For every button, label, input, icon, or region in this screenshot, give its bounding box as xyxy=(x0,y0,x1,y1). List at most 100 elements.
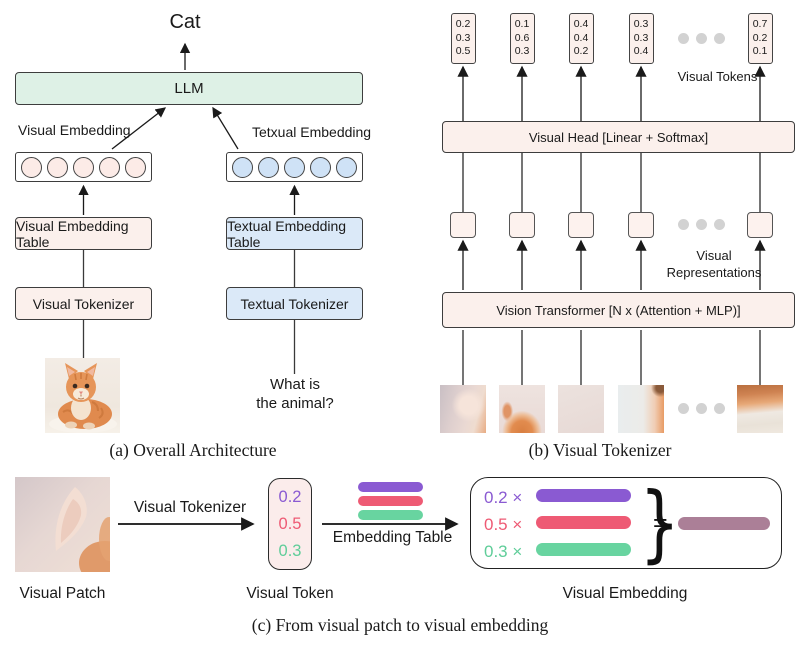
weighted-bar-green xyxy=(536,543,631,556)
caption-panel-b: (b) Visual Tokenizer xyxy=(528,440,672,460)
visual-representation-box xyxy=(450,212,476,238)
llm-output-label: Cat xyxy=(169,11,201,33)
token-value: 0.2 xyxy=(573,45,589,58)
image-patch-body-edge xyxy=(618,385,664,433)
visual-embedding-result-label: Visual Embedding xyxy=(562,585,688,602)
times-sign: × xyxy=(512,488,523,507)
caption-panel-c: (c) From visual patch to visual embeddin… xyxy=(251,615,549,635)
visual-token-box: 0.2 0.5 0.3 xyxy=(268,478,312,570)
token-value: 0.1 xyxy=(514,18,530,31)
embedding-table-bar-green xyxy=(358,510,423,520)
token-value-purple: 0.2 xyxy=(278,487,302,506)
visual-head-label: Visual Head [Linear + Softmax] xyxy=(528,129,709,145)
vision-transformer-label: Vision Transformer [N x (Attention + MLP… xyxy=(496,302,741,318)
ellipsis-dots-tokens xyxy=(678,33,725,44)
times-sign: × xyxy=(512,542,523,561)
brace-glyph: } xyxy=(639,474,680,572)
dot-icon xyxy=(678,33,689,44)
visual-representation-box xyxy=(509,212,535,238)
textual-embedding-label: Tetxual Embedding xyxy=(252,124,372,140)
image-patch-ear xyxy=(440,385,486,433)
visual-tokenizer-label: Visual Tokenizer xyxy=(32,295,135,312)
weight-red: 0.5 × xyxy=(484,515,522,535)
image-patch-head xyxy=(499,385,545,433)
dot-icon xyxy=(696,403,707,414)
result-embedding-bar xyxy=(678,517,770,530)
token-value-green: 0.3 xyxy=(278,541,302,560)
textual-embedding-circle xyxy=(232,156,253,178)
llm-box-label: LLM xyxy=(174,80,204,97)
embedding-table-arrow-label: Embedding Table xyxy=(332,529,453,546)
textual-embedding-circle xyxy=(310,156,331,178)
textual-embedding-table-label: Textual Embedding Table xyxy=(227,217,347,250)
textual-embedding-table-box: Textual Embedding Table xyxy=(226,217,363,250)
weighted-bar-red xyxy=(536,516,631,529)
token-value: 0.3 xyxy=(514,45,530,58)
token-value-red: 0.5 xyxy=(278,514,302,533)
embedding-table-bar-red xyxy=(358,496,423,506)
embedding-table-bar-purple xyxy=(358,482,423,492)
visual-tokens-label: Visual Tokens xyxy=(677,69,758,84)
visual-token-vector: 0.4 0.4 0.2 xyxy=(568,13,594,64)
visual-token-vector: 0.1 0.6 0.3 xyxy=(509,13,535,64)
image-patch-background xyxy=(558,385,604,433)
visual-embedding-vector xyxy=(15,152,152,182)
token-value: 0.7 xyxy=(752,18,768,31)
vision-transformer-box: Vision Transformer [N x (Attention + MLP… xyxy=(442,292,795,328)
weight-value: 0.2 xyxy=(484,488,508,507)
weight-purple: 0.2 × xyxy=(484,488,522,508)
token-value: 0.2 xyxy=(752,31,768,44)
visual-token-vector: 0.7 0.2 0.1 xyxy=(747,13,773,64)
visual-embedding-label: Visual Embedding xyxy=(18,122,131,138)
token-value: 0.3 xyxy=(633,31,649,44)
token-value: 0.5 xyxy=(455,45,471,58)
dot-icon xyxy=(696,33,707,44)
ear-illustration xyxy=(15,477,131,585)
visual-tokenizer-box: Visual Tokenizer xyxy=(15,287,152,320)
llm-box: LLM xyxy=(15,72,363,105)
visual-tokenizer-arrow-label: Visual Tokenizer xyxy=(133,499,247,516)
visual-token-vector: 0.2 0.3 0.5 xyxy=(450,13,476,64)
textual-embedding-circle xyxy=(336,156,357,178)
visual-embedding-circle xyxy=(47,156,68,178)
dot-icon xyxy=(714,219,725,230)
visual-embedding-circle xyxy=(21,156,42,178)
dot-icon xyxy=(714,33,725,44)
visual-embedding-table-label: Visual Embedding Table xyxy=(16,217,129,250)
visual-representation-box xyxy=(628,212,654,238)
caption-panel-a: (a) Overall Architecture xyxy=(109,440,277,460)
textual-embedding-circle xyxy=(258,156,279,178)
visual-token-label: Visual Token xyxy=(246,585,334,602)
textual-tokenizer-label: Textual Tokenizer xyxy=(240,295,349,312)
weight-value: 0.5 xyxy=(484,515,508,534)
dot-icon xyxy=(678,403,689,414)
ellipsis-dots-representations xyxy=(678,219,725,230)
token-value: 0.4 xyxy=(573,31,589,44)
visual-patch-image xyxy=(15,477,131,585)
token-value: 0.6 xyxy=(514,31,530,44)
cat-illustration xyxy=(45,358,120,433)
dot-icon xyxy=(678,219,689,230)
visual-embedding-circle xyxy=(73,156,94,178)
visual-representations-label: Visual Representations xyxy=(666,248,762,280)
token-value: 0.1 xyxy=(752,45,768,58)
question-line-1: What is xyxy=(269,376,320,393)
visual-embedding-table-box: Visual Embedding Table xyxy=(15,217,152,250)
cat-input-image xyxy=(45,358,120,433)
textual-tokenizer-box: Textual Tokenizer xyxy=(226,287,363,320)
ellipsis-dots-patches xyxy=(678,403,725,414)
visual-token-vector: 0.3 0.3 0.4 xyxy=(628,13,654,64)
weighted-bar-purple xyxy=(536,489,631,502)
visual-embedding-circle xyxy=(99,156,120,178)
token-value: 0.4 xyxy=(573,18,589,31)
textual-embedding-vector xyxy=(226,152,363,182)
visual-head-box: Visual Head [Linear + Softmax] xyxy=(442,121,795,153)
token-value: 0.4 xyxy=(633,45,649,58)
dot-icon xyxy=(696,219,707,230)
weight-value: 0.3 xyxy=(484,542,508,561)
textual-embedding-circle xyxy=(284,156,305,178)
weight-green: 0.3 × xyxy=(484,542,522,562)
text-input-question: What is the animal? xyxy=(235,375,355,413)
equals-sign: = xyxy=(653,509,668,537)
